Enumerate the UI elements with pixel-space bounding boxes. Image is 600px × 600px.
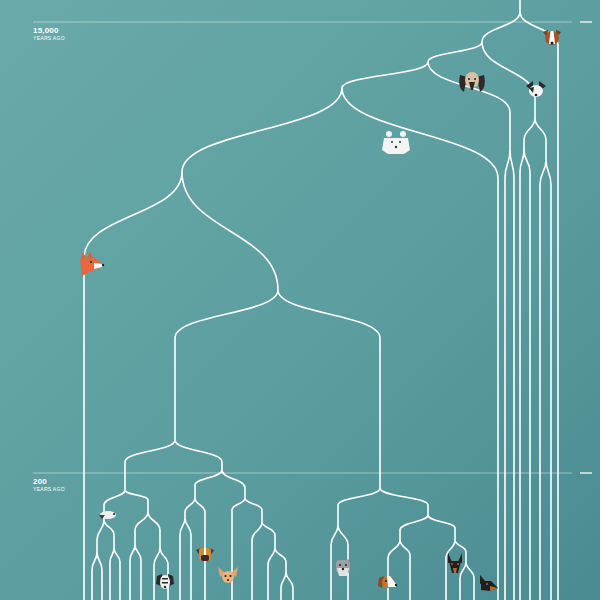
- tree-branches: [84, 0, 558, 600]
- time-unit: YEARS AGO: [33, 487, 65, 492]
- dalmatian-icon: [156, 574, 174, 589]
- schnauzer-icon: [335, 559, 351, 576]
- chihuahua-icon: [218, 567, 238, 583]
- time-value: 15,000: [33, 27, 59, 35]
- poodle-icon: [99, 511, 116, 519]
- boxer-icon: [196, 548, 214, 561]
- pinscher-icon: [480, 575, 498, 591]
- afghan-icon: [459, 72, 485, 92]
- collie-icon: [526, 81, 546, 97]
- beagle-icon: [378, 576, 397, 588]
- time-unit: YEARS AGO: [33, 36, 65, 41]
- doberman-icon: [448, 553, 462, 573]
- dog-icons: [80, 30, 561, 591]
- spitz-icon: [382, 131, 410, 154]
- terrier-icon: [543, 30, 561, 45]
- time-value: 200: [33, 478, 47, 486]
- shiba-icon: [80, 251, 104, 276]
- time-axis: [33, 22, 592, 473]
